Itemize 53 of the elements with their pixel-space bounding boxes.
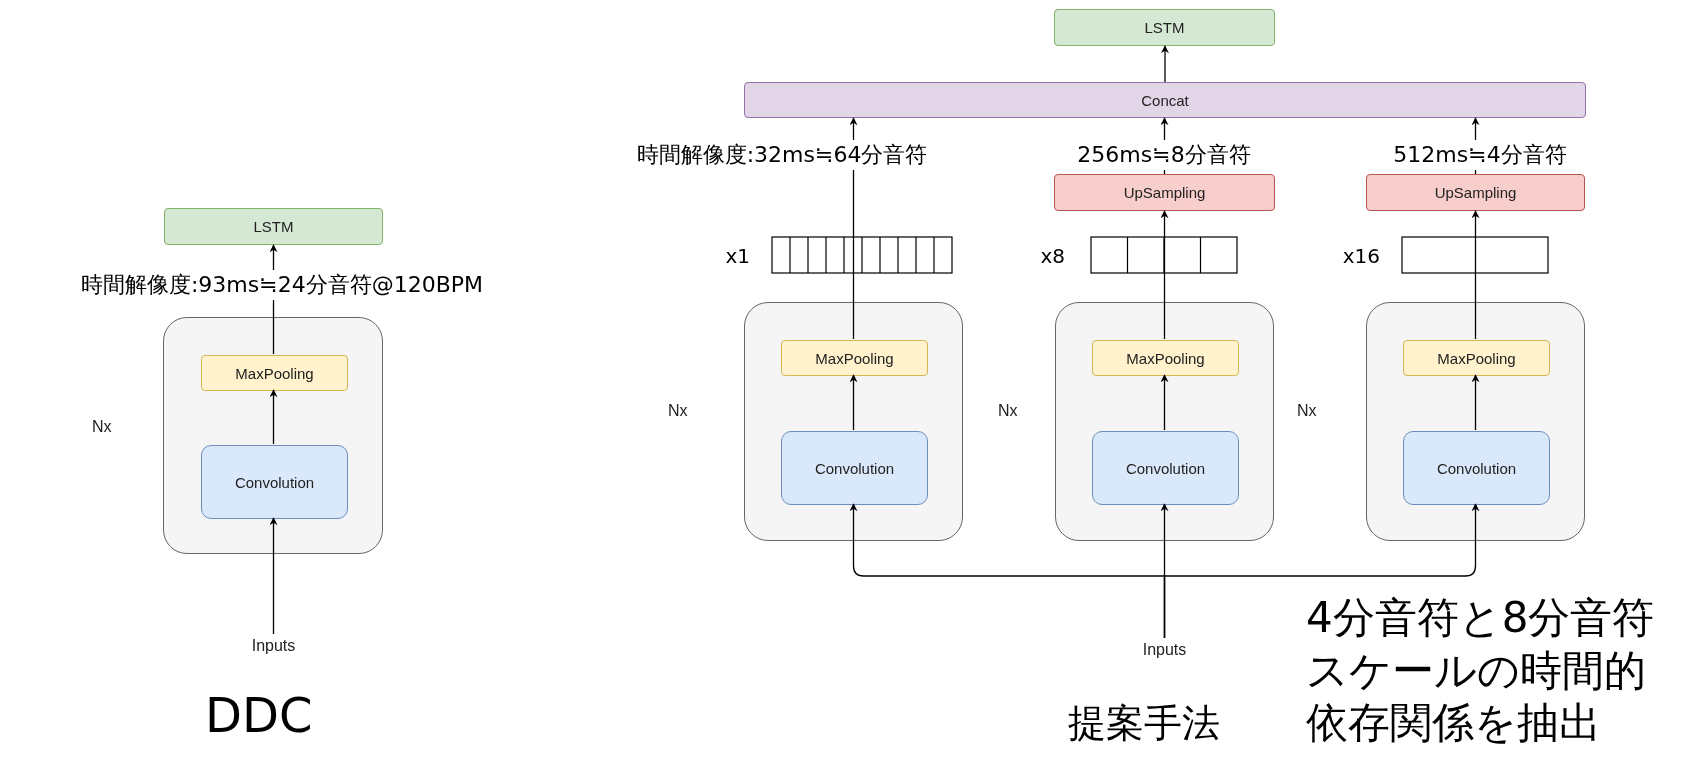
- node-label: Inputs: [251, 637, 296, 655]
- maxpooling-box: [781, 340, 928, 376]
- arrow: [1160, 210, 1169, 340]
- note-text: 4分音符と8分音符スケールの時間的依存関係を抽出: [1306, 592, 1656, 749]
- convolution-box: [201, 445, 348, 519]
- upsampling-box: [1366, 174, 1585, 211]
- node-label: Convolution: [1125, 459, 1206, 477]
- node-label: MaxPooling: [235, 364, 314, 382]
- node-label: UpSampling: [1434, 184, 1517, 201]
- scale-label: x16: [1341, 244, 1380, 269]
- scale-label: x1: [724, 244, 750, 269]
- lstm-box: [1054, 9, 1275, 46]
- maxpooling-box: [201, 355, 348, 391]
- node-label: LSTM: [253, 218, 294, 235]
- arrow: [1471, 210, 1480, 340]
- node-label: MaxPooling: [815, 349, 894, 367]
- node-label: Convolution: [814, 459, 895, 477]
- node-label: Convolution: [1436, 459, 1517, 477]
- node-label: MaxPooling: [1126, 349, 1205, 367]
- scale-label: x8: [1039, 244, 1065, 269]
- node-label: Concat: [1141, 91, 1189, 109]
- repeat-count-label: Nx: [668, 402, 688, 420]
- repeat-count-label: Nx: [998, 402, 1018, 420]
- lstm-box: [164, 208, 383, 245]
- node-label: MaxPooling: [1437, 349, 1516, 367]
- arrow: [269, 517, 278, 635]
- arrow: [1161, 45, 1169, 83]
- node-label: LSTM: [1144, 19, 1185, 36]
- arrow: [1163, 503, 1480, 639]
- edge-label: 256ms≒8分音符: [1075, 140, 1253, 170]
- upsampling-box: [1054, 174, 1275, 211]
- node-label: UpSampling: [1123, 184, 1206, 201]
- node-label: Convolution: [234, 473, 315, 491]
- convolution-box: [1092, 431, 1239, 505]
- method-caption: 提案手法: [1068, 700, 1221, 747]
- method-caption: DDC: [205, 686, 314, 745]
- repeat-block: [744, 302, 963, 541]
- edge-label: 512ms≒4分音符: [1391, 140, 1569, 170]
- arrow: [269, 389, 278, 445]
- node-label: Inputs: [1142, 641, 1187, 659]
- repeat-block: [1055, 302, 1274, 541]
- maxpooling-box: [1403, 340, 1550, 376]
- maxpooling-box: [1092, 340, 1239, 376]
- repeat-count-label: Nx: [1297, 402, 1317, 420]
- repeat-block: [163, 317, 383, 554]
- arrow: [849, 374, 858, 431]
- convolution-box: [781, 431, 928, 505]
- repeat-block: [1366, 302, 1585, 541]
- repeat-count-label: Nx: [92, 418, 112, 436]
- concat-box: [744, 82, 1586, 118]
- arrow: [1160, 374, 1169, 431]
- convolution-box: [1403, 431, 1550, 505]
- arrow: [1471, 374, 1480, 431]
